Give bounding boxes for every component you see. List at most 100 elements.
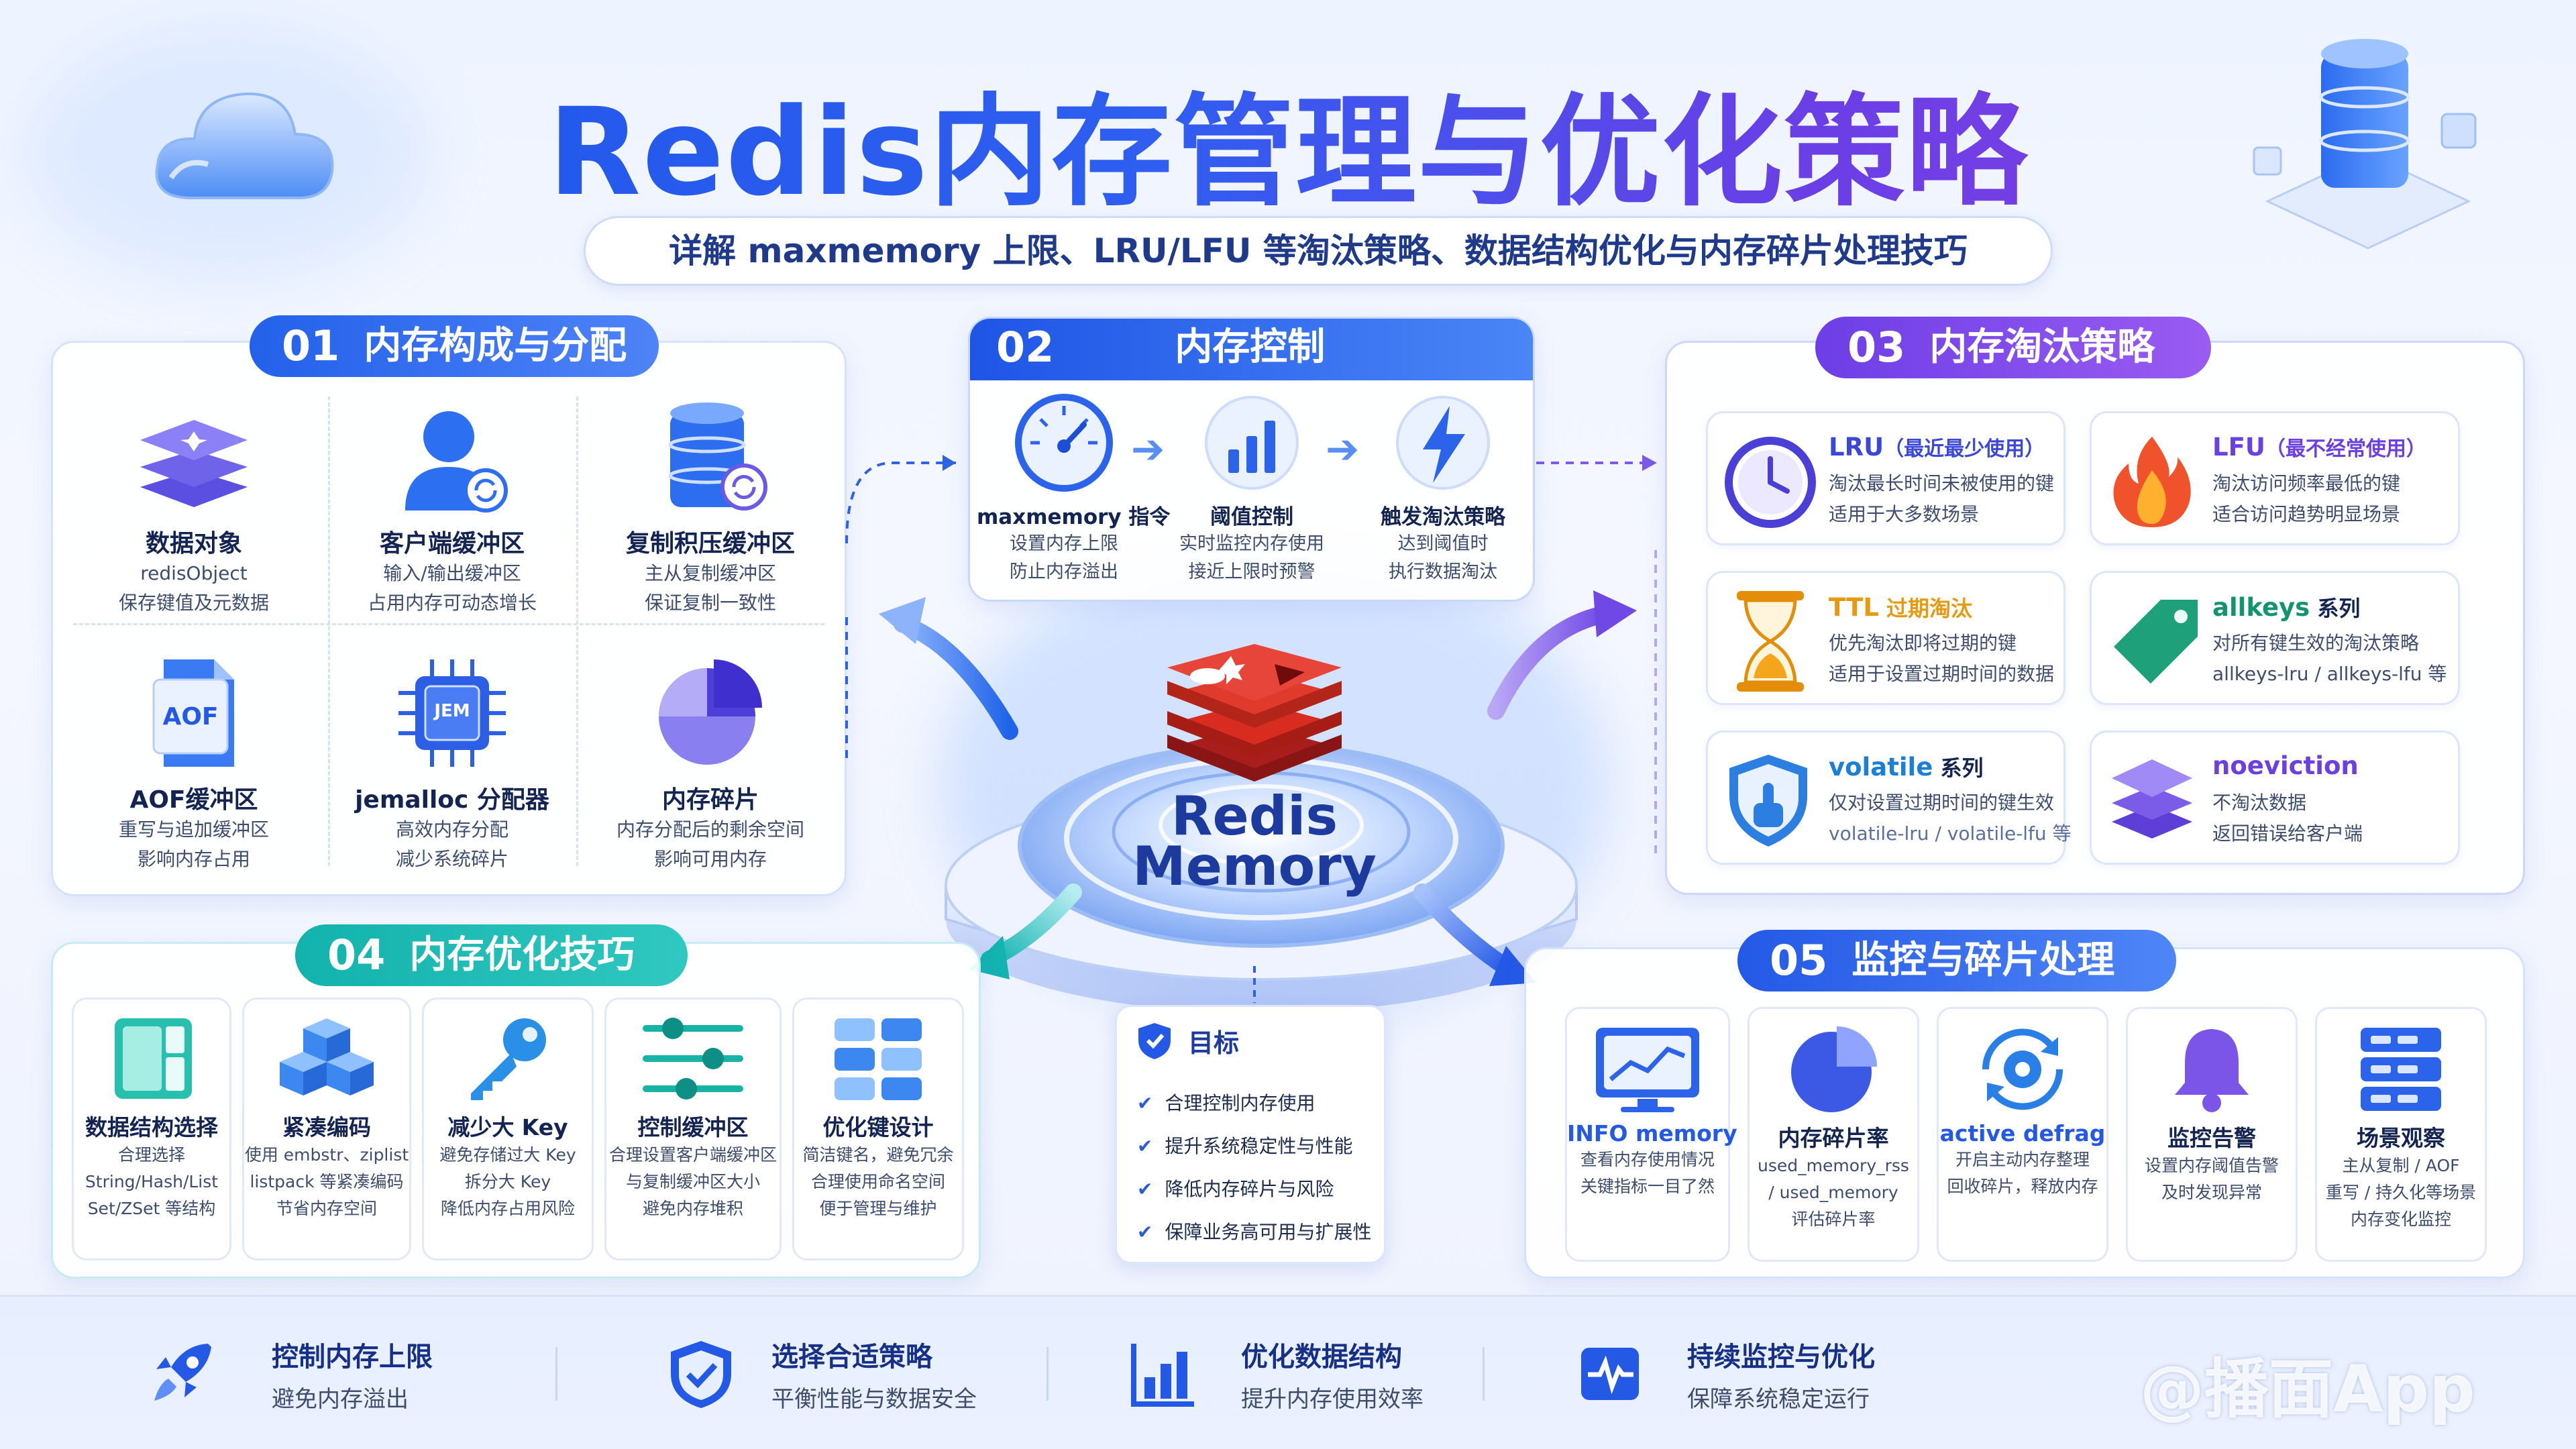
shield-hand-icon: [1721, 749, 1815, 850]
tip-line: 评估碎片率: [1791, 1210, 1876, 1229]
policy-line1: 淘汰访问频率最低的键: [2212, 472, 2401, 494]
goal-title: 目标: [1188, 1028, 1240, 1058]
section3-header: 03 内存淘汰策略: [1815, 317, 2211, 378]
policy-name: noeviction: [2212, 751, 2359, 780]
policy-line2: volatile-lru / volatile-lfu 等: [1829, 822, 2072, 845]
tip-line: String/Hash/List: [85, 1172, 219, 1191]
policy-line2: 适合访问趋势明显场景: [2212, 503, 2401, 525]
item-line1: 高效内存分配: [395, 818, 508, 841]
tip-line: 合理设置客户端缓冲区: [608, 1145, 777, 1165]
item-line2: 占用内存可动态增长: [367, 592, 537, 614]
item-title: maxmemory 指令: [977, 505, 1171, 529]
section-number: 05: [1770, 936, 1828, 985]
section4-header: 04 内存优化技巧: [295, 924, 688, 986]
arrow-right-icon: ➔: [1131, 426, 1165, 473]
section-number: 04: [327, 930, 386, 979]
tip-line: listpack 等紧凑编码: [250, 1172, 404, 1191]
center-label-memory: Memory: [1132, 835, 1377, 898]
lightning-icon: [1386, 392, 1500, 493]
item-line2: 执行数据淘汰: [1389, 561, 1497, 582]
tip-active-defrag: active defrag 开启主动内存整理 回收碎片，释放内存: [1937, 1007, 2108, 1262]
tip-line: 节省内存空间: [276, 1199, 377, 1218]
tip-title: active defrag: [1939, 1120, 2106, 1146]
section-eviction-policy: LRU（最近最少使用） 淘汰最长时间未被使用的键 适用于大多数场景 LFU（最不…: [1665, 341, 2525, 895]
footer-desc: 平衡性能与数据安全: [771, 1385, 977, 1413]
tip-title: 优化键设计: [822, 1114, 934, 1140]
policy-line2: allkeys-lru / allkeys-lfu 等: [2212, 663, 2447, 685]
tip-line: 查看内存使用情况: [1580, 1150, 1715, 1169]
tip-title: 控制缓冲区: [637, 1114, 749, 1140]
section-number: 02: [996, 323, 1055, 372]
tip-line: 与复制缓冲区大小: [625, 1172, 760, 1191]
tip-title: 紧凑编码: [282, 1114, 371, 1140]
goal-item: ✔降低内存碎片与风险: [1137, 1178, 1334, 1200]
monitor-chart-icon: [1591, 1022, 1705, 1116]
tip-line: 拆分大 Key: [464, 1172, 551, 1191]
item-title: AOF缓冲区: [129, 786, 258, 814]
key-icon: [458, 1012, 558, 1106]
item-trigger-eviction: 触发淘汰策略 达到阈值时 执行数据淘汰: [1356, 392, 1530, 586]
item-line2: 影响可用内存: [653, 848, 767, 870]
tip-line: 使用 embstr、ziplist: [244, 1145, 409, 1165]
policy-noeviction: noeviction 不淘汰数据 返回错误给客户端: [2090, 731, 2460, 865]
footer-item-monitor: 持续监控与优化 保障系统稳定运行: [1573, 1297, 1875, 1449]
footer-desc: 提升内存使用效率: [1241, 1385, 1424, 1413]
section1-header: 01 内存构成与分配: [250, 315, 659, 377]
section-title: 监控与碎片处理: [1851, 938, 2115, 982]
tip-line: 避免存储过大 Key: [439, 1145, 576, 1165]
clock-icon: [1720, 432, 1821, 533]
section-title: 内存控制: [1175, 325, 1326, 369]
stack-icon: [2105, 751, 2199, 845]
tip-line: 重写 / 持久化等场景: [2325, 1183, 2477, 1202]
jem-badge: JEM: [434, 701, 470, 721]
tip-line: 设置内存阈值告警: [2144, 1156, 2279, 1175]
redis-logo-icon: [1161, 624, 1348, 792]
item-line1: redisObject: [140, 562, 248, 584]
section-title: 内存构成与分配: [364, 324, 627, 368]
cloud-icon: [144, 64, 345, 218]
item-title: 数据对象: [145, 530, 242, 557]
policy-line1: 淘汰最长时间未被使用的键: [1829, 472, 2055, 494]
tip-line: 便于管理与维护: [819, 1199, 937, 1218]
tip-title: 场景观察: [2357, 1125, 2445, 1151]
item-aof-buffer: AOF AOF缓冲区 重写与追加缓冲区 影响内存占用: [73, 653, 315, 874]
tip-title: 减少大 Key: [447, 1114, 568, 1140]
tip-line: 开启主动内存整理: [1955, 1150, 2090, 1169]
item-fragmentation: 内存碎片 内存分配后的剩余空间 影响可用内存: [583, 653, 838, 874]
arrow-right-icon: ➔: [1326, 426, 1360, 473]
policy-lfu: LFU（最不经常使用） 淘汰访问频率最低的键 适合访问趋势明显场景: [2090, 411, 2460, 545]
policy-suffix: （最近最少使用）: [1884, 437, 2045, 461]
policy-line1: 仅对设置过期时间的键生效: [1829, 792, 2055, 814]
tip-scenario: 场景观察 主从复制 / AOF 重写 / 持久化等场景 内存变化监控: [2315, 1007, 2487, 1262]
goal-item: ✔提升系统稳定性与性能: [1137, 1135, 1353, 1157]
tip-control-buffer: 控制缓冲区 合理设置客户端缓冲区 与复制缓冲区大小 避免内存堆积: [604, 998, 782, 1260]
footer-desc: 避免内存溢出: [272, 1385, 409, 1413]
aof-file-icon: AOF: [127, 653, 261, 773]
pulse-icon: [1573, 1337, 1647, 1411]
section-optimization: 数据结构选择 合理选择 String/Hash/List Set/ZSet 等结…: [51, 942, 981, 1279]
tip-info-memory: INFO memory 查看内存使用情况 关键指标一目了然: [1565, 1007, 1737, 1262]
item-title: jemalloc 分配器: [355, 786, 549, 814]
item-title: 阈值控制: [1210, 505, 1293, 529]
center-label-redis: Redis: [1171, 785, 1338, 847]
item-repl-backlog: 复制积压缓冲区 主从复制缓冲区 保证复制一致性: [583, 396, 838, 618]
section2-header: 02 内存控制: [976, 317, 1526, 378]
policy-line1: 不淘汰数据: [2212, 792, 2307, 814]
footer-title: 优化数据结构: [1241, 1341, 1402, 1373]
policy-line2: 返回错误给客户端: [2212, 822, 2363, 845]
tip-line: 简洁键名，避免冗余: [802, 1145, 954, 1165]
section-monitoring: INFO memory 查看内存使用情况 关键指标一目了然 内存碎片率 used…: [1524, 947, 2525, 1279]
tip-line: 回收碎片，释放内存: [1947, 1177, 2098, 1196]
tip-line: 避免内存堆积: [642, 1199, 743, 1218]
section-title: 内存优化技巧: [409, 933, 635, 977]
section-number: 03: [1847, 323, 1906, 372]
tip-key-design: 优化键设计 简洁键名，避免冗余 合理使用命名空间 便于管理与维护: [792, 998, 964, 1260]
item-title: 复制积压缓冲区: [625, 530, 795, 557]
watermark: @播面App: [2140, 1352, 2475, 1427]
tip-alert: 监控告警 设置内存阈值告警 及时发现异常: [2126, 1007, 2298, 1262]
item-line2: 接近上限时预警: [1188, 561, 1316, 582]
policy-ttl: TTL 过期淘汰 优先淘汰即将过期的键 适用于设置过期时间的数据: [1706, 571, 2065, 705]
tip-compact-encoding: 紧凑编码 使用 embstr、ziplist listpack 等紧凑编码 节省…: [242, 998, 411, 1260]
policy-line2: 适用于大多数场景: [1829, 503, 1980, 525]
item-line1: 输入/输出缓冲区: [383, 562, 521, 584]
